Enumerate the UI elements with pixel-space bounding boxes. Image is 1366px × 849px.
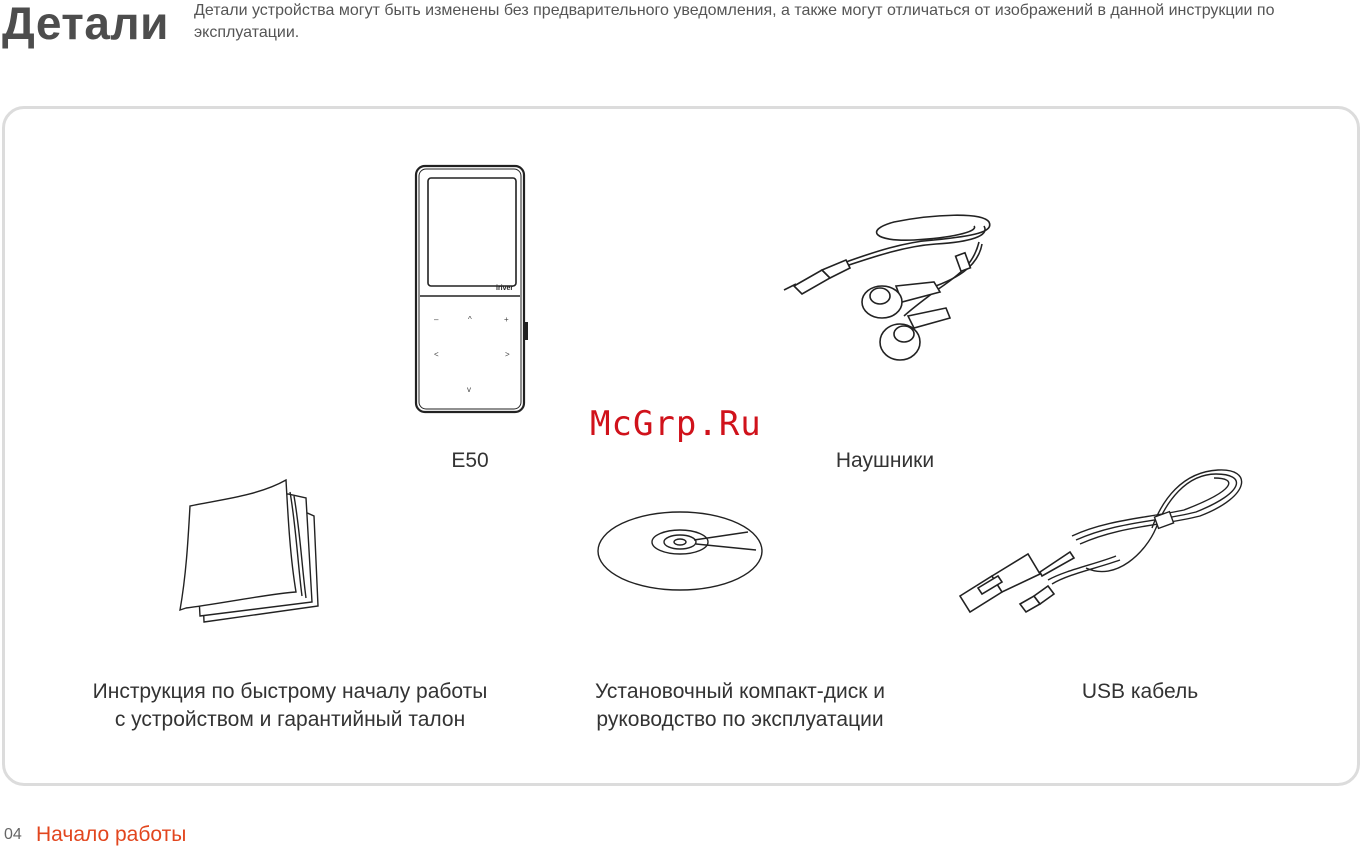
contents-frame <box>2 106 1360 786</box>
cd-icon <box>596 510 764 592</box>
cd-caption: Установочный компакт-диск и руководство … <box>560 678 920 734</box>
usb-cable-icon <box>956 472 1244 616</box>
brand-logo: iriver <box>496 285 513 292</box>
svg-text:<: < <box>434 350 439 359</box>
svg-text:v: v <box>467 385 471 394</box>
usb-caption: USB кабель <box>1081 680 1199 703</box>
watermark: McGrp.Ru <box>590 404 762 444</box>
mp3-player-icon: iriver – ^ + < > v <box>412 164 528 414</box>
player-caption: E50 <box>451 449 489 472</box>
earphones-icon <box>784 212 994 364</box>
svg-text:–: – <box>434 315 439 324</box>
booklet-icon <box>178 476 326 624</box>
svg-text:+: + <box>504 315 509 324</box>
guide-caption-line2: с устройством и гарантийный талон <box>114 708 466 731</box>
page-number: 04 <box>4 826 22 843</box>
guide-caption: Инструкция по быстрому началу работы с у… <box>40 678 540 734</box>
section-link[interactable]: Начало работы <box>36 823 187 846</box>
guide-caption-line1: Инструкция по быстрому началу работы <box>92 680 488 703</box>
earphones-caption: Наушники <box>835 449 935 472</box>
cd-caption-line2: руководство по эксплуатации <box>596 708 884 731</box>
svg-text:^: ^ <box>468 315 472 324</box>
page-title: Детали <box>2 0 169 49</box>
cd-caption-line1: Установочный компакт-диск и <box>595 680 885 703</box>
intro-text: Детали устройства могут быть изменены бе… <box>194 2 1275 41</box>
svg-text:>: > <box>505 350 510 359</box>
